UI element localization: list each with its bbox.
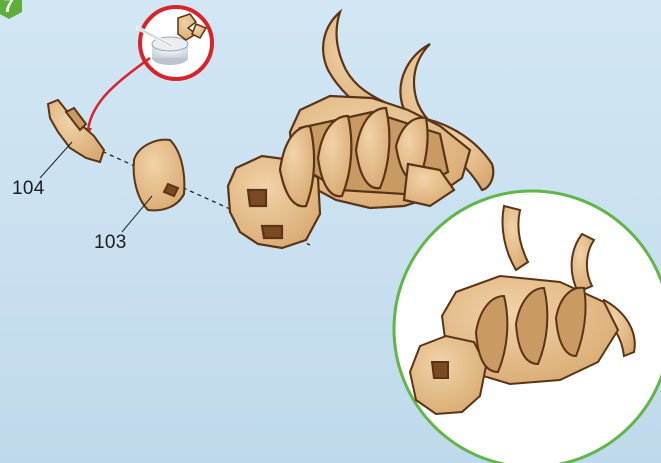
zoom-callout xyxy=(394,191,661,463)
glue-callout xyxy=(82,7,212,140)
dragon-model xyxy=(228,12,493,248)
leader-103 xyxy=(122,196,152,232)
part-label-103: 103 xyxy=(94,232,127,254)
part-103 xyxy=(134,140,185,211)
glue-arrow xyxy=(88,58,150,130)
leader-104 xyxy=(40,142,72,178)
part-label-104: 104 xyxy=(12,178,45,200)
